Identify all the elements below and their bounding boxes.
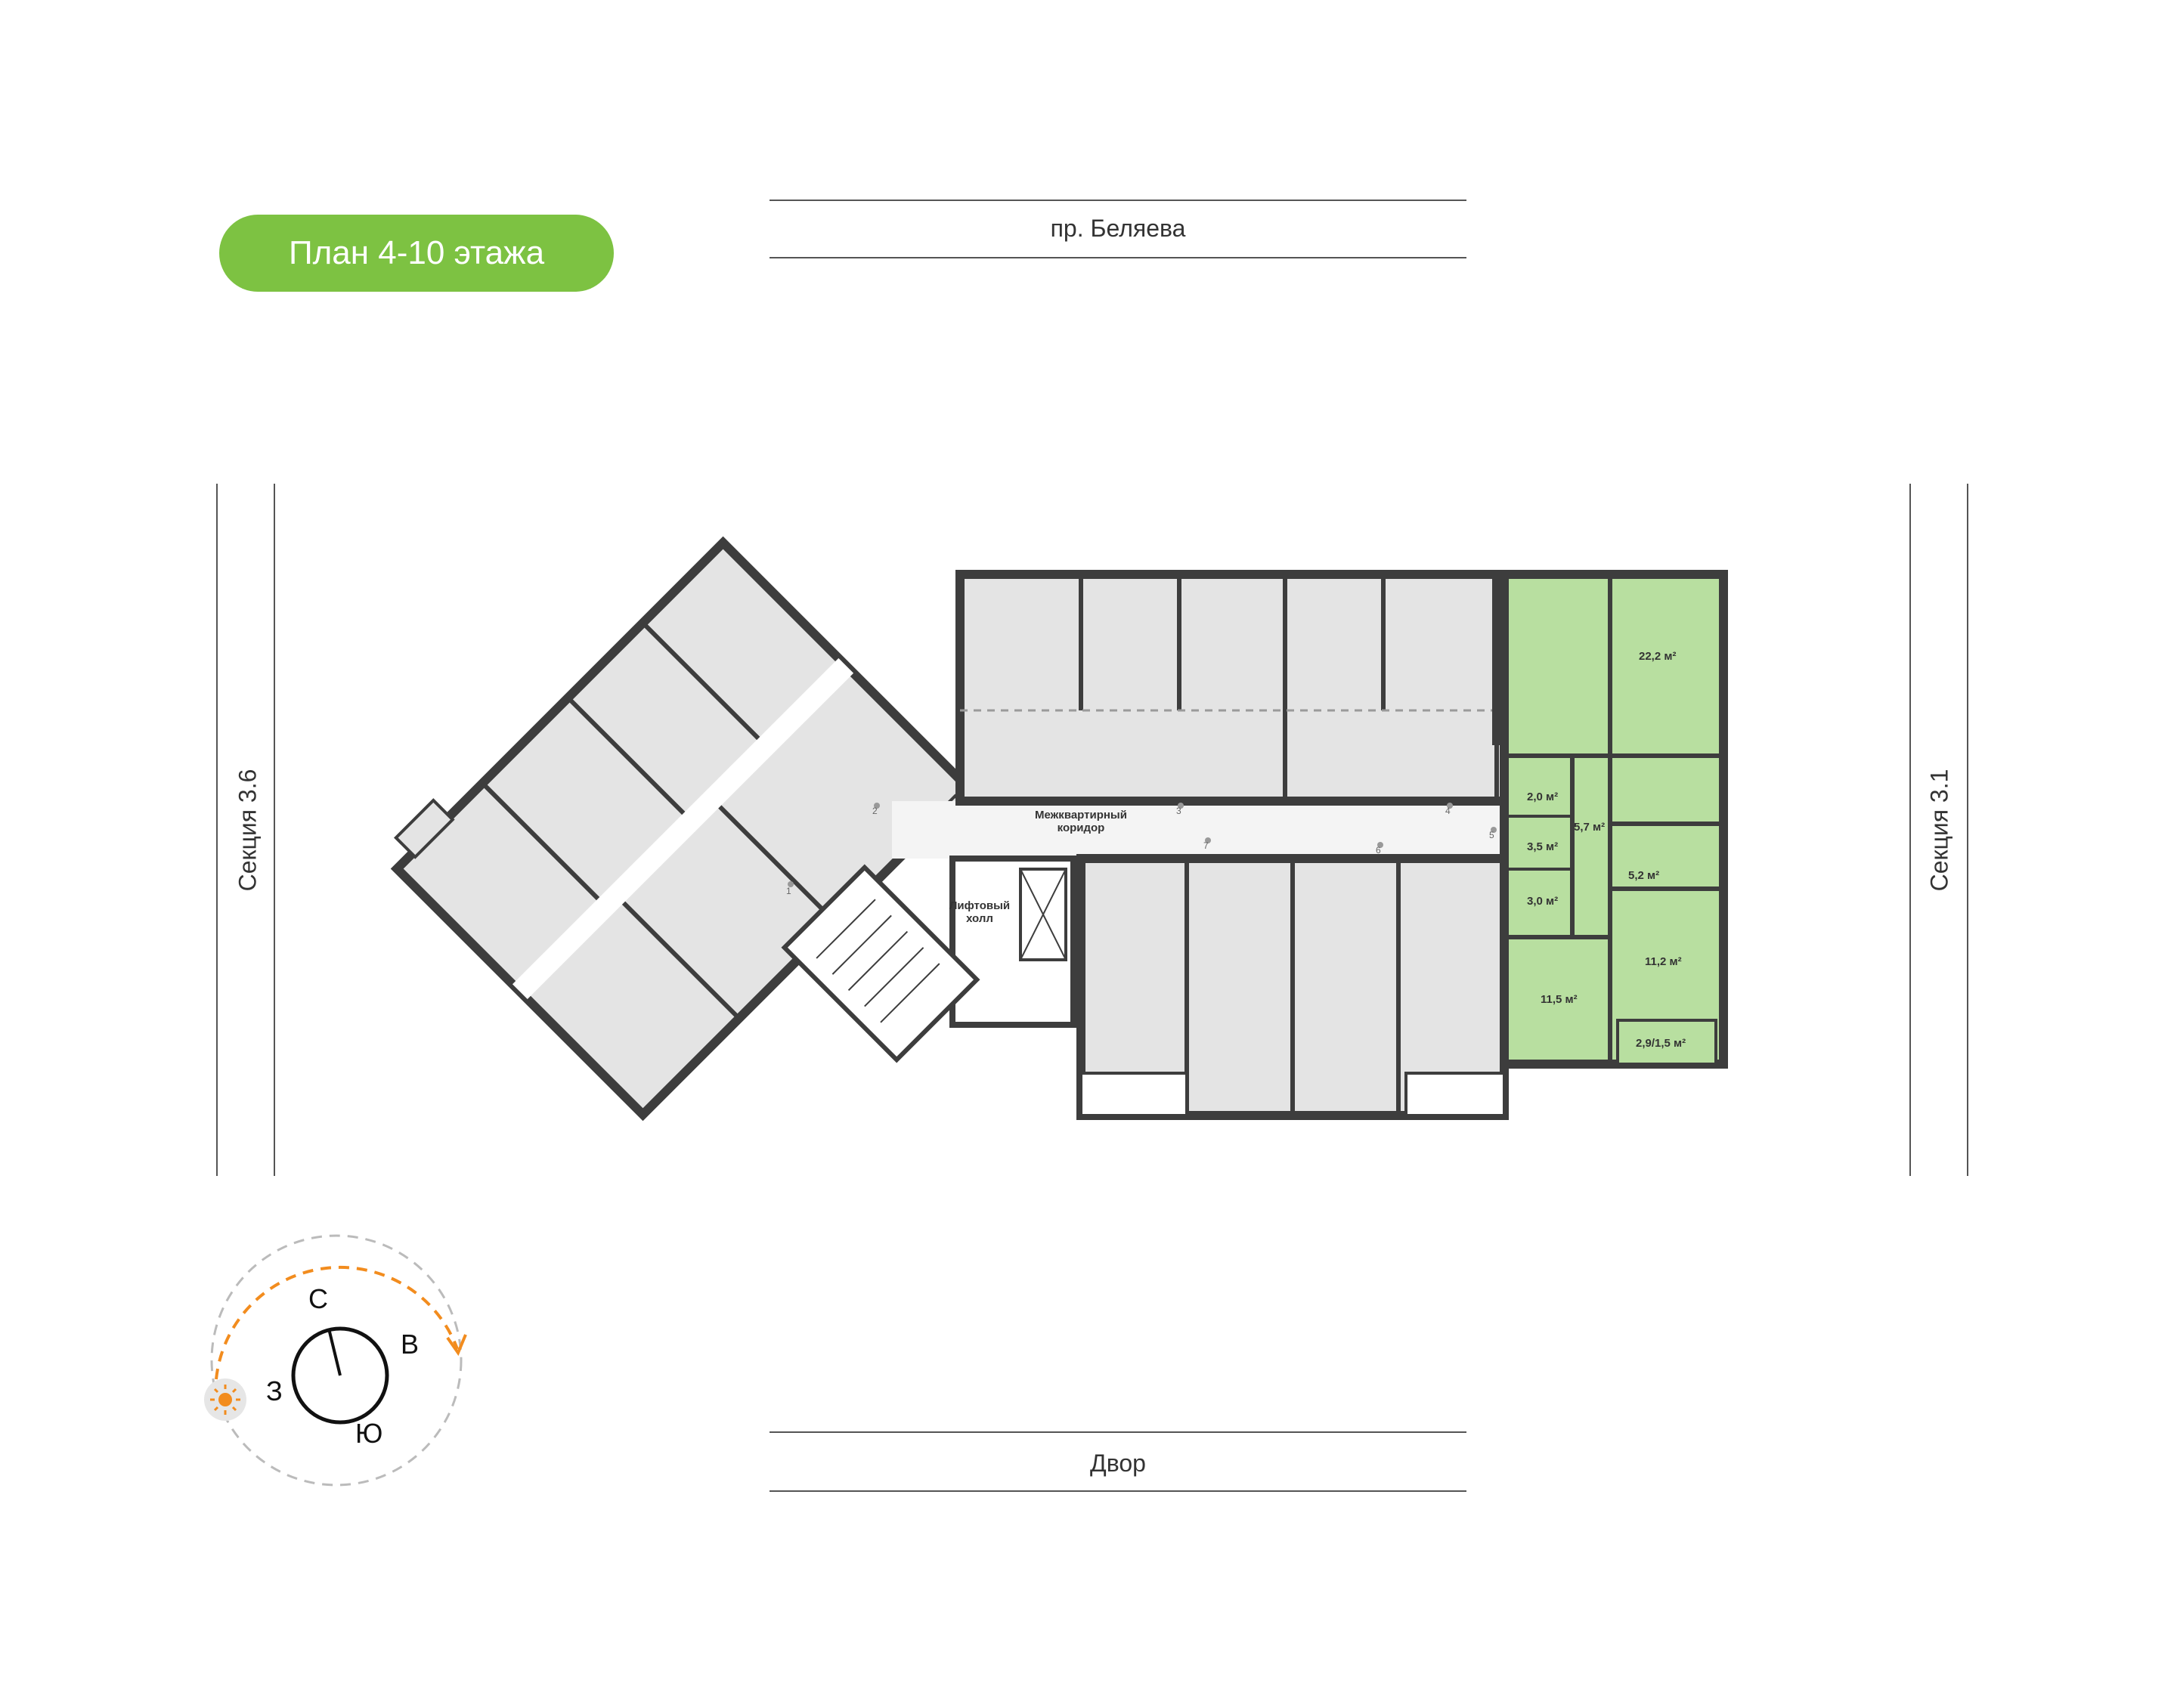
compass — [204, 1234, 467, 1487]
room-area-bath: 5,2 м² — [1628, 869, 1660, 882]
compass-west: З — [266, 1375, 283, 1406]
lift-hall-label: Лифтовый холл — [942, 899, 1017, 925]
lift-hall-label-line1: Лифтовый — [949, 899, 1011, 912]
top-apartments — [955, 570, 1509, 806]
corridor-label: Межквартирный коридор — [990, 809, 1172, 834]
room-area-living: 22,2 м² — [1639, 650, 1677, 663]
compass-needle — [327, 1328, 342, 1376]
room-area-storage: 3,0 м² — [1527, 895, 1559, 908]
corridor-label-line2: коридор — [1057, 822, 1105, 834]
door-number-5: 5 — [1489, 830, 1494, 840]
room-area-closet: 3,5 м² — [1527, 840, 1559, 853]
plan-title: План 4-10 этажа — [288, 234, 545, 271]
section-right-line-2 — [1967, 484, 1968, 1176]
sun-path-arc — [215, 1265, 459, 1380]
section-right-line — [1909, 484, 1911, 1176]
compass-north: С — [308, 1283, 328, 1314]
compass-east: В — [401, 1329, 420, 1360]
door-number-6: 6 — [1376, 845, 1381, 856]
arrow-icon — [446, 1334, 467, 1357]
section-left-line-2 — [274, 484, 275, 1176]
room-area-balcony: 2,9/1,5 м² — [1636, 1037, 1686, 1050]
door-number-2: 2 — [872, 806, 878, 816]
room-area-bedroom-1: 11,2 м² — [1645, 955, 1682, 968]
street-top-label: пр. Беляева — [1050, 215, 1186, 242]
street-bottom-line — [770, 1431, 1466, 1433]
door-number-7: 7 — [1203, 840, 1209, 851]
section-left-line — [216, 484, 218, 1176]
highlighted-apartment — [1500, 570, 1728, 1069]
street-top-line-2 — [770, 257, 1466, 258]
stairs — [781, 864, 980, 1063]
lift-hall-label-line2: холл — [966, 912, 993, 925]
corridor — [892, 801, 1512, 859]
compass-south: Ю — [355, 1418, 383, 1449]
room-area-hallway: 5,7 м² — [1574, 821, 1606, 834]
corridor-label-line1: Межквартирный — [1035, 809, 1127, 822]
door-number-1: 1 — [786, 886, 791, 896]
street-top-line — [770, 200, 1466, 201]
plan-title-badge: План 4-10 этажа — [219, 215, 614, 292]
door-number-3: 3 — [1176, 806, 1181, 816]
compass-dial — [291, 1326, 389, 1425]
street-bottom-line-2 — [770, 1490, 1466, 1492]
sun-path-lower — [210, 1234, 463, 1487]
room-area-bedroom-2: 11,5 м² — [1541, 993, 1578, 1006]
sun-icon — [204, 1378, 246, 1421]
door-number-4: 4 — [1445, 806, 1451, 816]
street-bottom-label: Двор — [1090, 1450, 1146, 1477]
room-area-bathroom: 2,0 м² — [1527, 791, 1559, 803]
